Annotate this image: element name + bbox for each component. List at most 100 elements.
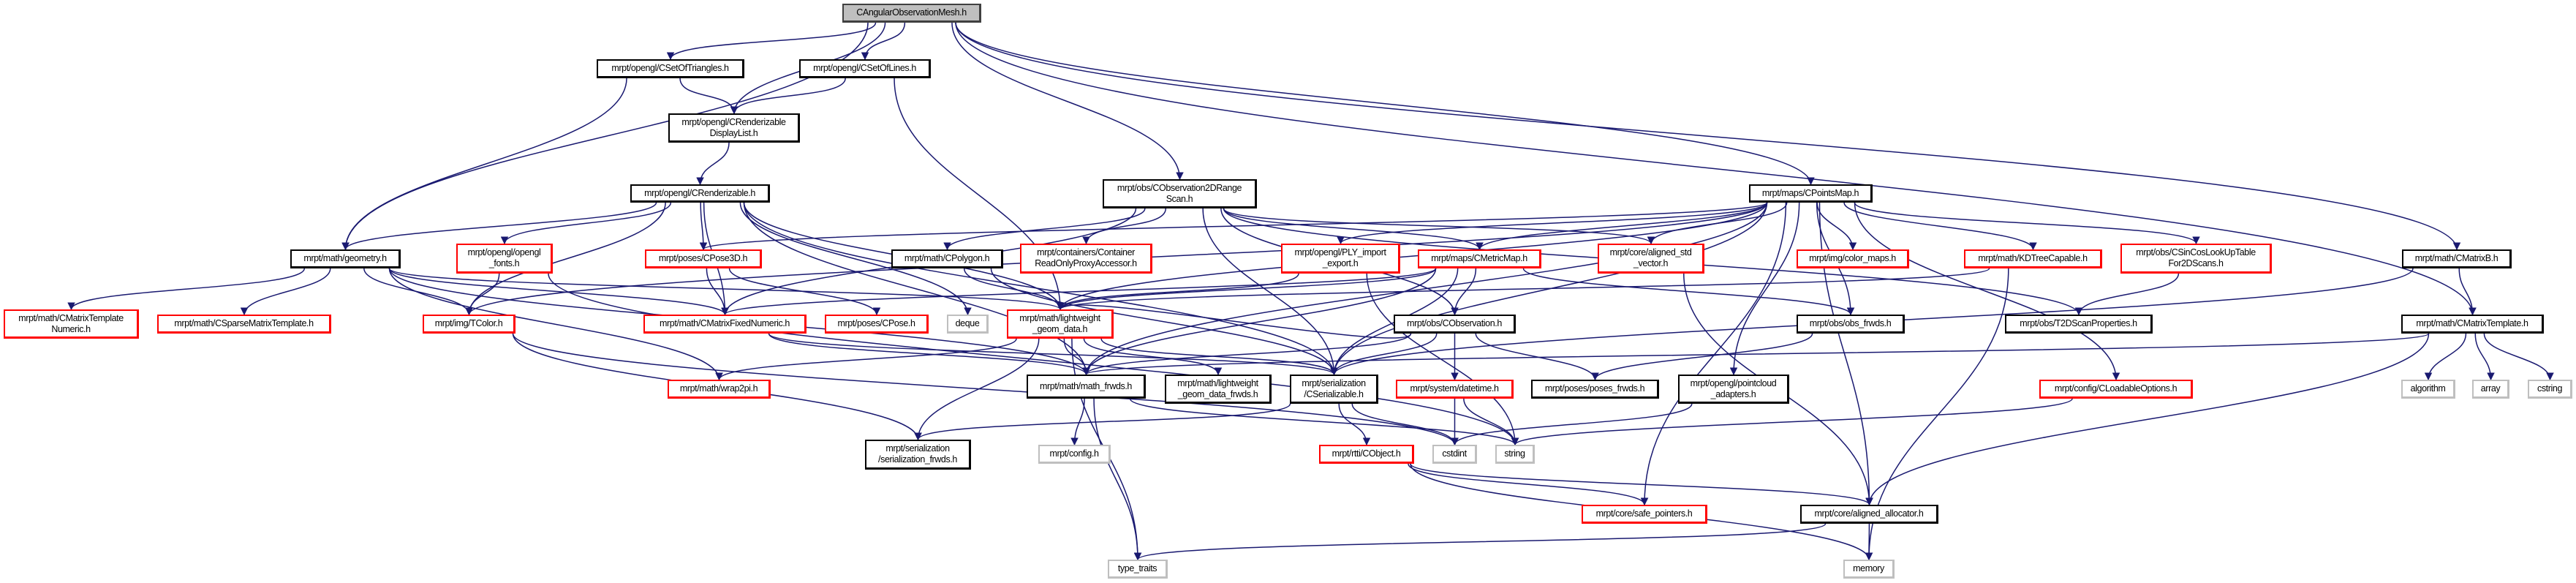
edge-csol-to-crdl — [730, 78, 846, 115]
graph-node[interactable]: mrpt/math/CMatrixFixedNumeric.h — [643, 315, 807, 334]
graph-node[interactable]: mrpt/system/datetime.h — [1396, 380, 1514, 399]
edge-cpm-to-kdt — [1843, 202, 2037, 251]
graph-node[interactable]: mrpt/serialization /CSerializable.h — [1290, 375, 1378, 404]
edge-cobs-to-cser — [1330, 333, 1438, 376]
edge-scan-to-proxy — [1082, 208, 1167, 245]
edge-cmb-to-cmt — [2458, 268, 2477, 316]
graph-node[interactable]: mrpt/config/CLoadableOptions.h — [2039, 380, 2193, 399]
graph-node[interactable]: mrpt/math/math_frwds.h — [1027, 375, 1146, 399]
graph-node[interactable]: mrpt/obs/CObservation2DRange Scan.h — [1103, 179, 1257, 208]
edge-cmt-to-arr — [2474, 333, 2495, 381]
edge-cmt-to-algo — [2424, 333, 2467, 381]
edge-sincos-to-t2d — [2074, 273, 2180, 316]
graph-node[interactable]: mrpt/obs/obs_frwds.h — [1797, 315, 1905, 334]
edge-scan-to-cser — [1202, 208, 1338, 376]
graph-node[interactable]: mrpt/img/color_maps.h — [1797, 249, 1909, 268]
edge-csot-to-crdl — [679, 78, 739, 115]
graph-node[interactable]: mrpt/math/CMatrixB.h — [2402, 249, 2512, 268]
graph-node[interactable]: mrpt/obs/T2DScanProperties.h — [2005, 315, 2153, 334]
edge-geom-to-lgd — [388, 268, 1064, 311]
graph-node[interactable]: cstring — [2528, 380, 2572, 399]
edge-cpose3d-to-cmfn — [706, 268, 729, 316]
graph-node[interactable]: deque — [947, 315, 989, 334]
edge-cpm-to-pca — [1729, 202, 1800, 376]
edge-cren-to-cpose3d — [699, 202, 708, 251]
edge-dt-to-string — [1463, 398, 1519, 446]
graph-node[interactable]: mrpt/containers/Container ReadOnlyProxyA… — [1020, 244, 1152, 274]
edge-cmm-to-obsf — [1522, 268, 1855, 316]
graph-node[interactable]: mrpt/opengl/CRenderizable.h — [630, 184, 770, 203]
edge-clo-to-string — [1511, 398, 2073, 446]
graph-node[interactable]: mrpt/math/CSparseMatrixTemplate.h — [157, 315, 331, 334]
edge-cpm-to-lgd — [1056, 202, 1768, 311]
graph-node[interactable]: mrpt/opengl/CSetOfTriangles.h — [597, 59, 744, 78]
graph-node[interactable]: mrpt/opengl/opengl _fonts.h — [456, 244, 553, 274]
edge-cpm-to-cpose3d — [700, 202, 1768, 251]
graph-node[interactable]: mrpt/obs/CSinCosLookUpTable For2DScans.h — [2120, 244, 2272, 274]
graph-node[interactable]: mrpt/maps/CMetricMap.h — [1418, 249, 1541, 268]
edge-lgd-to-serf — [914, 338, 1040, 441]
graph-node[interactable]: algorithm — [2401, 380, 2455, 399]
graph-node[interactable]: mrpt/opengl/PLY_import _export.h — [1281, 244, 1400, 274]
graph-node[interactable]: mrpt/poses/CPose.h — [825, 315, 929, 334]
graph-node[interactable]: mrpt/config.h — [1038, 445, 1111, 464]
graph-node[interactable]: mrpt/math/geometry.h — [290, 249, 401, 268]
graph-node[interactable]: array — [2472, 380, 2509, 399]
graph-node[interactable]: mrpt/maps/CPointsMap.h — [1749, 184, 1873, 203]
graph-node[interactable]: mrpt/poses/poses_frwds.h — [1531, 380, 1659, 399]
edge-crdl-to-cren — [696, 142, 730, 186]
graph-node[interactable]: mrpt/obs/CObservation.h — [1394, 315, 1516, 334]
edge-cmt-to-aalloc — [1865, 333, 2430, 506]
edge-cmm-to-mathf — [1082, 268, 1437, 376]
edge-cobs-to-lgd — [1056, 302, 1412, 339]
edge-geom-to-wrap — [388, 268, 723, 381]
graph-node[interactable]: mrpt/math/lightweight _geom_data.h — [1007, 309, 1114, 339]
graph-node[interactable]: cstdint — [1432, 445, 1477, 464]
graph-node[interactable]: mrpt/math/wrap2pi.h — [668, 380, 771, 399]
graph-node[interactable]: mrpt/opengl/CRenderizable DisplayList.h — [668, 113, 800, 143]
graph-node[interactable]: mrpt/core/safe_pointers.h — [1582, 505, 1707, 524]
edge-cren-to-mathf — [743, 202, 1090, 376]
edge-mathf-to-string — [1129, 398, 1519, 446]
edge-ply-to-lgd — [1056, 273, 1299, 311]
edge-cmm-to-cobs — [1451, 268, 1477, 316]
graph-node[interactable]: mrpt/math/CMatrixTemplate Numeric.h — [4, 309, 139, 339]
graph-node[interactable]: mrpt/rtti/CObject.h — [1319, 445, 1414, 464]
edge-geom-to-ctn — [67, 268, 305, 311]
edge-cpm-to-ply — [1337, 202, 1768, 245]
edge-fonts-to-string — [548, 273, 1519, 446]
edge-lgd-to-wrap — [715, 338, 1017, 381]
graph-node[interactable]: type_traits — [1108, 560, 1168, 579]
graph-node[interactable]: mrpt/math/CMatrixTemplate.h — [2401, 315, 2544, 334]
edge-cser-to-cstdint — [1351, 403, 1459, 446]
edge-root-to-scan — [951, 22, 1184, 181]
graph-node[interactable]: mrpt/core/aligned_allocator.h — [1800, 505, 1938, 524]
edge-root-to-cmb — [955, 22, 2461, 251]
edge-root-to-cmt — [955, 22, 2477, 316]
root-node[interactable]: CAngularObservationMesh.h — [842, 4, 981, 23]
graph-node[interactable]: memory — [1843, 560, 1895, 579]
edge-cobs-to-posf — [1475, 333, 1599, 381]
edge-lgd-to-cser — [1100, 338, 1338, 376]
edge-cren-to-geom — [341, 202, 657, 251]
edge-cpoly-to-cser — [990, 268, 1338, 376]
graph-node[interactable]: mrpt/serialization /serialization_frwds.… — [865, 440, 971, 470]
graph-node[interactable]: mrpt/math/KDTreeCapable.h — [1964, 249, 2102, 268]
graph-node[interactable]: mrpt/math/CPolygon.h — [891, 249, 1003, 268]
graph-node[interactable]: mrpt/opengl/pointcloud _adapters.h — [1678, 375, 1789, 404]
edge-cpm-to-safe — [1640, 202, 1787, 506]
graph-node[interactable]: string — [1495, 445, 1535, 464]
graph-node[interactable]: mrpt/img/TColor.h — [423, 315, 515, 334]
graph-node[interactable]: mrpt/opengl/CSetOfLines.h — [799, 59, 931, 78]
edge-cpm-to-clo — [1854, 202, 2120, 381]
edge-cpose3d-to-cpose — [728, 268, 881, 316]
graph-node[interactable]: mrpt/core/aligned_std _vector.h — [1598, 244, 1704, 274]
edge-scan-to-asv — [1223, 208, 1655, 245]
graph-node[interactable]: mrpt/math/lightweight _geom_data_frwds.h — [1165, 375, 1272, 404]
edge-scan-to-cpoly — [943, 208, 1146, 251]
edge-tcolor-to-cstdint — [512, 333, 1459, 446]
edge-mathf-to-config — [1070, 398, 1085, 446]
graph-node[interactable]: mrpt/poses/CPose3D.h — [645, 249, 762, 268]
edge-pca-to-cstdint — [1451, 403, 1693, 446]
